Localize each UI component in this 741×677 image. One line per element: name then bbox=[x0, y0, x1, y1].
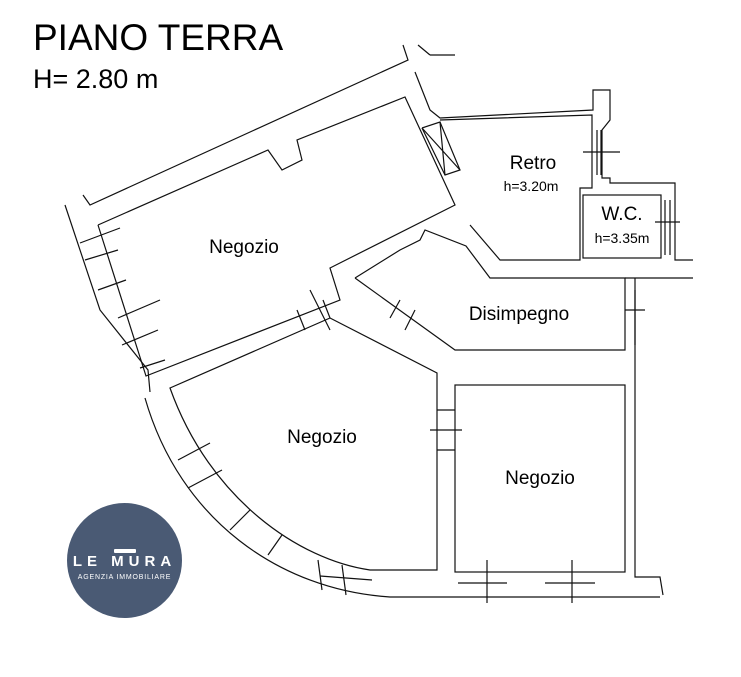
wall-shop2 bbox=[169, 317, 438, 571]
logo-name: LE MURA bbox=[72, 553, 177, 570]
room-label-negozio-3: Negozio bbox=[505, 468, 575, 489]
room-height-wc: h=3.35m bbox=[594, 230, 650, 246]
room-label-wc: W.C. bbox=[601, 204, 643, 225]
room-label-disimpegno: Disimpegno bbox=[468, 304, 570, 325]
wall-shop1-left bbox=[64, 204, 151, 393]
wall-retro-inner bbox=[439, 114, 593, 261]
room-label-negozio-1: Negozio bbox=[209, 237, 279, 258]
wall-outer-top bbox=[82, 44, 409, 206]
window-shop1-bottom bbox=[296, 289, 331, 331]
window-wc bbox=[655, 200, 680, 255]
room-height-retro: h=3.20m bbox=[503, 178, 559, 194]
wall-disimpegno bbox=[354, 229, 626, 351]
window-shop3 bbox=[458, 560, 595, 603]
agency-logo: LE MURA AGENZIA IMMOBILIARE bbox=[67, 503, 182, 618]
room-label-negozio-2: Negozio bbox=[287, 427, 357, 448]
wall-retro bbox=[414, 71, 693, 261]
floor-title: PIANO TERRA bbox=[33, 17, 284, 58]
room-label-retro: Retro bbox=[509, 153, 557, 174]
wall-inner-shop1 bbox=[97, 96, 456, 377]
wall-shop2-outer bbox=[144, 397, 410, 598]
window-retro bbox=[583, 130, 620, 175]
window-shop2 bbox=[177, 442, 373, 596]
wall-right-outer bbox=[634, 278, 664, 596]
window-shop1-left bbox=[79, 227, 166, 369]
column-icon bbox=[113, 549, 136, 553]
wc-room bbox=[582, 194, 662, 259]
floor-height: H= 2.80 m bbox=[33, 64, 159, 94]
wall-shop3 bbox=[454, 384, 626, 573]
door-shop2-shop3 bbox=[430, 409, 462, 451]
logo-tagline: AGENZIA IMMOBILIARE bbox=[77, 574, 172, 581]
